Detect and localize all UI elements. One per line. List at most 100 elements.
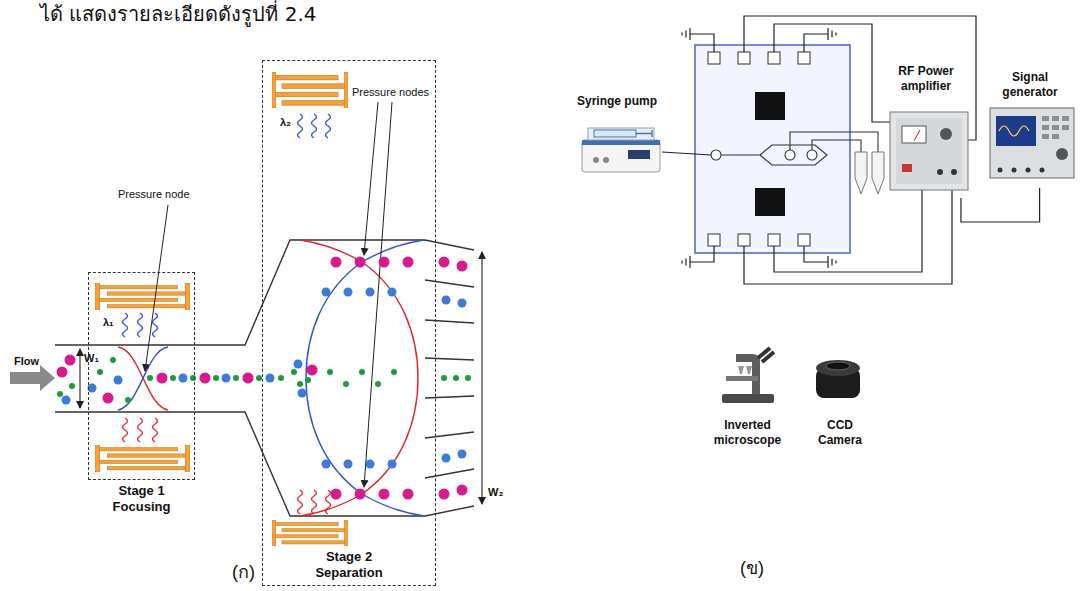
particle-large bbox=[103, 393, 114, 404]
chip bbox=[708, 52, 810, 246]
particle-medium bbox=[62, 288, 467, 469]
equipment-label: Signal generator bbox=[985, 70, 1075, 100]
particle-large bbox=[355, 257, 366, 268]
standing-wave bbox=[118, 347, 168, 410]
particle-large bbox=[439, 489, 450, 500]
particle-medium bbox=[344, 288, 353, 297]
chip bbox=[798, 234, 810, 246]
particle-large bbox=[439, 257, 450, 268]
particle-small bbox=[375, 381, 381, 387]
flow-arrow bbox=[10, 365, 55, 391]
chip bbox=[721, 145, 827, 165]
particle-large bbox=[457, 485, 468, 496]
ground-symbol bbox=[828, 28, 836, 40]
chip bbox=[785, 150, 795, 160]
equipment-label: Syringe pump bbox=[577, 94, 657, 109]
acoustic-wave bbox=[298, 490, 303, 514]
signal-generator-picture bbox=[1012, 168, 1017, 173]
dimension-label: W₁ bbox=[84, 352, 99, 365]
syringe-pump-picture bbox=[628, 150, 650, 159]
particle-small bbox=[297, 381, 303, 387]
signal-generator-picture bbox=[1040, 168, 1045, 173]
particle-medium bbox=[266, 374, 275, 383]
particle-large bbox=[379, 257, 390, 268]
collection-tube bbox=[872, 152, 884, 194]
equipment-label: CCD Camera bbox=[808, 418, 872, 448]
particle-medium bbox=[114, 376, 123, 385]
particle-large bbox=[65, 355, 76, 366]
particle-medium bbox=[442, 454, 451, 463]
syringe-pump-picture bbox=[582, 140, 660, 145]
particle-medium bbox=[442, 296, 451, 305]
subfigure-caption: (ก) bbox=[232, 562, 255, 584]
microscope-picture bbox=[746, 366, 752, 374]
particle-large bbox=[355, 489, 366, 500]
particle-large bbox=[331, 489, 342, 500]
particle-small bbox=[278, 375, 284, 381]
acoustic-wave bbox=[138, 418, 143, 442]
particle-large bbox=[403, 257, 414, 268]
microscope-picture bbox=[722, 394, 774, 403]
equipment-box: Syringe pump bbox=[562, 92, 672, 180]
particle-small bbox=[170, 375, 176, 381]
particle-small bbox=[97, 369, 103, 375]
amplifier-picture bbox=[896, 118, 962, 184]
wire bbox=[774, 24, 890, 122]
particle-medium bbox=[458, 299, 467, 308]
dimension-arrow bbox=[79, 349, 80, 408]
transducer bbox=[95, 72, 348, 546]
acoustic-wave bbox=[153, 418, 158, 442]
chip bbox=[708, 52, 720, 64]
leader-line bbox=[364, 102, 378, 255]
chip bbox=[768, 52, 780, 64]
signal-generator-picture bbox=[1052, 134, 1059, 139]
signal-generator-picture bbox=[1042, 116, 1069, 139]
particle-large bbox=[307, 365, 318, 376]
signal-generator-picture bbox=[1042, 134, 1049, 139]
particle-small bbox=[57, 357, 471, 403]
subfigure-caption: (ข) bbox=[740, 558, 764, 580]
particle-medium bbox=[366, 288, 375, 297]
particle-small bbox=[69, 383, 75, 389]
wire bbox=[690, 34, 828, 52]
chip bbox=[711, 150, 721, 160]
leader-line bbox=[364, 102, 392, 487]
channel-wall bbox=[425, 240, 474, 516]
signal-generator-picture bbox=[990, 108, 1074, 178]
flow-arrow bbox=[10, 365, 55, 391]
dimension-arrow bbox=[80, 252, 482, 504]
acoustic-wave bbox=[123, 313, 128, 337]
syringe-pump-picture bbox=[593, 157, 599, 163]
acoustic-wave bbox=[123, 114, 331, 514]
wavelength-label: λ₂ bbox=[280, 116, 291, 129]
chip bbox=[708, 234, 720, 246]
microscope-picture bbox=[738, 366, 744, 374]
particle-large bbox=[331, 257, 342, 268]
microscope-picture bbox=[726, 376, 758, 381]
ground-symbol bbox=[682, 256, 690, 268]
collection-tube bbox=[855, 152, 884, 194]
particle-small bbox=[233, 375, 239, 381]
wire bbox=[744, 190, 952, 284]
particle-small bbox=[453, 375, 459, 381]
chip bbox=[695, 45, 850, 253]
wire bbox=[690, 246, 828, 262]
chip bbox=[807, 150, 817, 160]
dimension-label: W₂ bbox=[488, 486, 503, 499]
signal-generator-picture bbox=[999, 126, 1029, 136]
chip bbox=[711, 132, 878, 165]
amplifier-picture bbox=[951, 169, 957, 175]
amplifier-picture bbox=[902, 164, 912, 172]
equipment-box: Inverted microscope bbox=[700, 348, 795, 450]
syringe-pump-picture bbox=[582, 140, 660, 172]
chip bbox=[798, 52, 810, 64]
particle-small bbox=[441, 375, 447, 381]
particle-small bbox=[391, 369, 397, 375]
transducer bbox=[95, 445, 190, 472]
standing-wave bbox=[300, 240, 418, 516]
ground-symbol bbox=[682, 28, 836, 268]
equipment-label: Inverted microscope bbox=[703, 418, 792, 448]
syringe-pump-picture bbox=[594, 130, 636, 137]
particle-medium bbox=[388, 460, 397, 469]
channel-wall bbox=[55, 240, 425, 516]
